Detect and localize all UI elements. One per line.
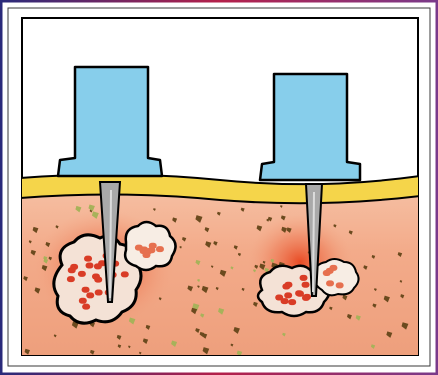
lesion-cell	[82, 287, 90, 293]
lesion-cell	[94, 263, 102, 269]
lesion-cell	[295, 290, 303, 296]
lesion-cell	[329, 265, 337, 271]
lesion-cell	[67, 276, 75, 282]
lesion-cell	[323, 270, 331, 276]
lesion-cell	[84, 256, 92, 262]
lesion-left-upper	[125, 222, 175, 270]
lesion-cell	[282, 283, 290, 289]
lesion-cell	[95, 289, 103, 295]
lesion-right-upper	[315, 259, 359, 295]
lesion-cell	[303, 294, 311, 300]
lesion-cell	[326, 280, 334, 286]
lesion-cell	[302, 282, 310, 288]
lesion-cell	[142, 252, 150, 258]
lesion-cell	[300, 275, 308, 281]
lesion-cell	[284, 292, 292, 298]
lesion-cell	[275, 294, 283, 300]
lesion-cell	[78, 271, 86, 277]
lesion-cell	[336, 282, 344, 288]
lesion-cell	[156, 246, 164, 252]
lesion-cell	[86, 263, 94, 269]
lesion-cell	[94, 277, 102, 283]
lesion-cell	[86, 292, 94, 298]
lesion-cell	[121, 271, 129, 277]
lesion-cell	[82, 304, 90, 310]
lesion-cell	[79, 298, 87, 304]
lesion-cell	[288, 299, 296, 305]
lesion-cell	[68, 267, 76, 273]
